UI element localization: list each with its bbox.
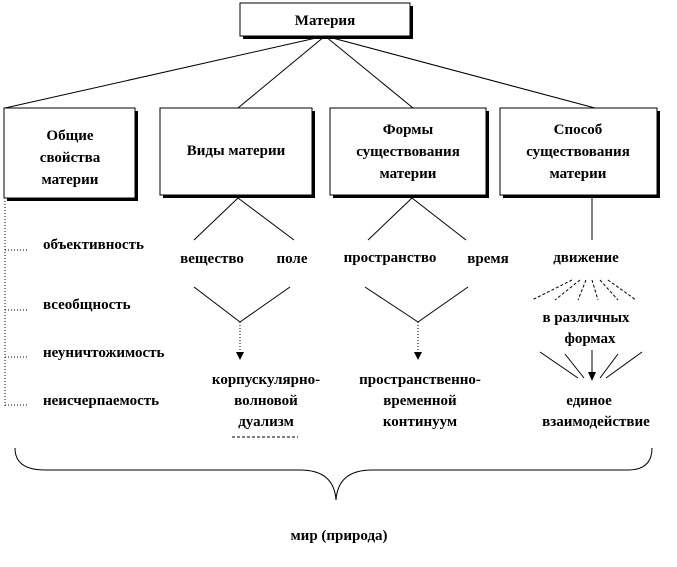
mode-label-3: материи [550, 166, 607, 182]
general-properties-box: Общие свойства материи [3, 107, 138, 201]
property-inexhaustibility: неисчерпаемость [43, 393, 159, 409]
kinds-branch: вещество поле корпускулярно- волновой ду… [180, 197, 320, 438]
root-connectors [4, 35, 596, 109]
kinds-arrow-icon [236, 352, 244, 360]
forms-space: пространство [344, 250, 437, 266]
mode-motion: движение [553, 250, 619, 266]
forms-box: Формы существования материи [329, 107, 489, 198]
mode-label-2: существования [526, 144, 630, 160]
property-indestructibility: неуничтожимость [43, 345, 165, 361]
forms-result-2: временной [383, 393, 457, 409]
kinds-result-2: волновой [234, 393, 298, 409]
kinds-substance: вещество [180, 251, 244, 267]
mode-various-forms-2: формах [564, 331, 616, 347]
mode-result-1: единое [566, 393, 612, 409]
mode-result-2: взаимодействие [542, 414, 650, 430]
general-properties-label-3: материи [42, 172, 99, 188]
forms-label-1: Формы [383, 122, 434, 138]
mode-various-forms-1: в различных [542, 310, 630, 326]
forms-arrow-icon [414, 352, 422, 360]
kinds-result-1: корпускулярно- [212, 372, 320, 388]
kinds-result-3: дуализм [238, 414, 294, 430]
forms-result-1: пространственно- [359, 372, 481, 388]
general-properties-label-1: Общие [46, 128, 93, 144]
kinds-label: Виды материи [187, 143, 286, 159]
forms-branch: пространство время пространственно- врем… [344, 197, 509, 430]
forms-time: время [467, 251, 508, 267]
kinds-field: поле [276, 251, 307, 267]
forms-label-3: материи [380, 166, 437, 182]
root-box: Материя [239, 2, 413, 39]
forms-label-2: существования [356, 144, 460, 160]
bottom-brace [14, 447, 653, 501]
mode-box: Способ существования материи [499, 107, 660, 198]
footer-world: мир (природа) [290, 528, 387, 544]
property-objectivity: объективность [43, 237, 144, 253]
general-properties-label-2: свойства [40, 150, 101, 166]
forms-result-3: континуум [383, 414, 457, 430]
properties-list: объективность всеобщность неуничтожимост… [4, 201, 165, 409]
root-label: Материя [295, 13, 355, 29]
mode-label-1: Способ [554, 122, 603, 138]
mode-branch: движение в различных формах единое взаим… [531, 198, 650, 430]
mode-arrow-icon [588, 372, 596, 381]
kinds-box: Виды материи [159, 107, 315, 198]
property-universality: всеобщность [43, 297, 131, 313]
